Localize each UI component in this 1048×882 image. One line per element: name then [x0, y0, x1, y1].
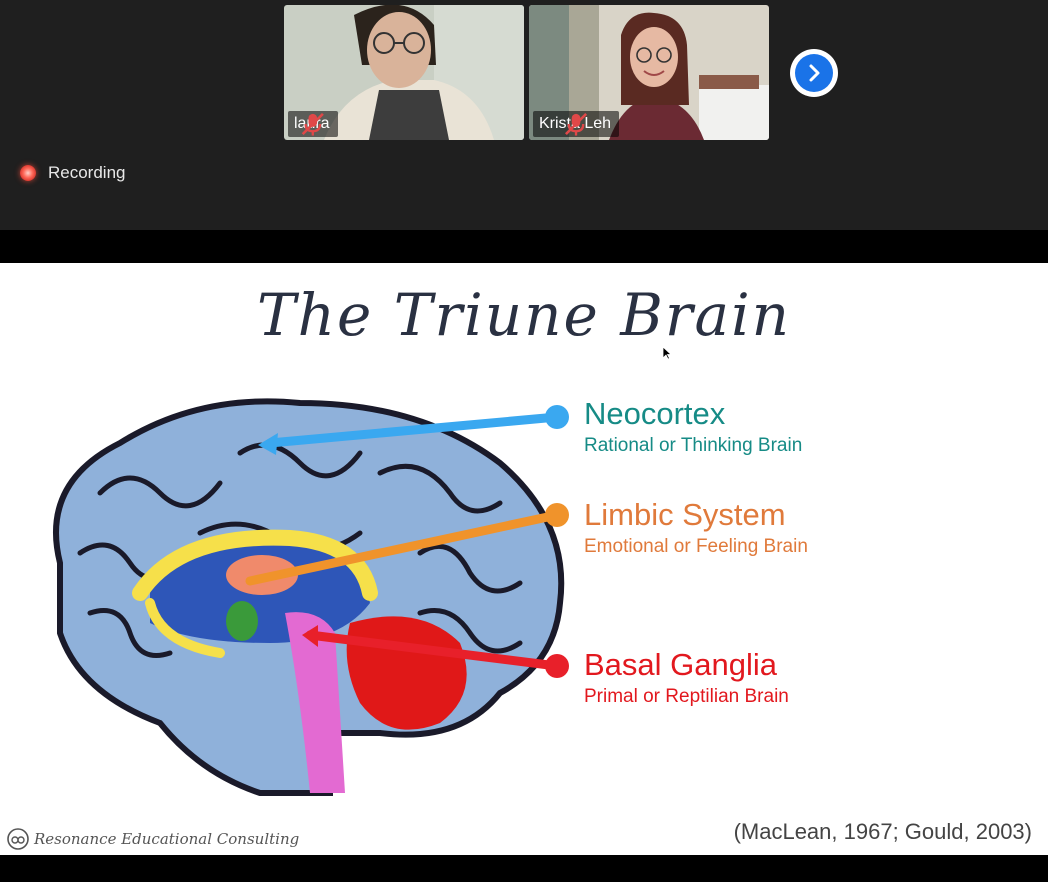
microphone-muted-icon: [301, 112, 324, 136]
label-title: Limbic System: [584, 497, 786, 532]
neocortex-pointer: [258, 405, 569, 455]
chevron-right-icon: [809, 64, 820, 82]
participant-video: [284, 5, 524, 140]
logo-icon: [7, 828, 29, 850]
record-dot-icon: [20, 165, 36, 181]
video-tile-laura[interactable]: laura: [284, 5, 524, 140]
next-participants-button[interactable]: [790, 49, 838, 97]
label-subtitle: Primal or Reptilian Brain: [584, 686, 789, 707]
limbic-system-label: Limbic System Emotional or Feeling Brain: [584, 498, 808, 559]
logo-text: Resonance Educational Consulting: [34, 830, 300, 848]
bottom-bar: [0, 855, 1048, 882]
meeting-top-bar: laura Krista Leh: [0, 0, 1048, 230]
label-title: Basal Ganglia: [584, 647, 778, 682]
divider: [0, 230, 1048, 263]
mouse-cursor-icon: [662, 346, 672, 360]
slide-title: The Triune Brain: [256, 281, 792, 349]
video-tile-krista[interactable]: Krista Leh: [529, 5, 769, 140]
company-logo: Resonance Educational Consulting: [6, 827, 299, 851]
label-subtitle: Rational or Thinking Brain: [584, 435, 803, 456]
brain-illustration: [53, 398, 569, 796]
neocortex-label: Neocortex Rational or Thinking Brain: [584, 397, 802, 458]
recording-indicator[interactable]: Recording: [20, 163, 126, 183]
limbic-pointer: [245, 503, 569, 586]
participant-name-tag: Krista Leh: [533, 111, 620, 137]
participant-name-tag: laura: [288, 111, 338, 137]
basal-ganglia-pointer: [302, 625, 569, 678]
citation: (MacLean, 1967; Gould, 2003): [733, 819, 1032, 844]
label-title: Neocortex: [584, 396, 726, 431]
shared-screen-slide: The Triune Brain: [0, 263, 1048, 855]
basal-ganglia-label: Basal Ganglia Primal or Reptilian Brain: [584, 648, 789, 709]
label-subtitle: Emotional or Feeling Brain: [584, 536, 808, 557]
microphone-muted-icon: [564, 112, 588, 136]
recording-label: Recording: [48, 163, 126, 182]
